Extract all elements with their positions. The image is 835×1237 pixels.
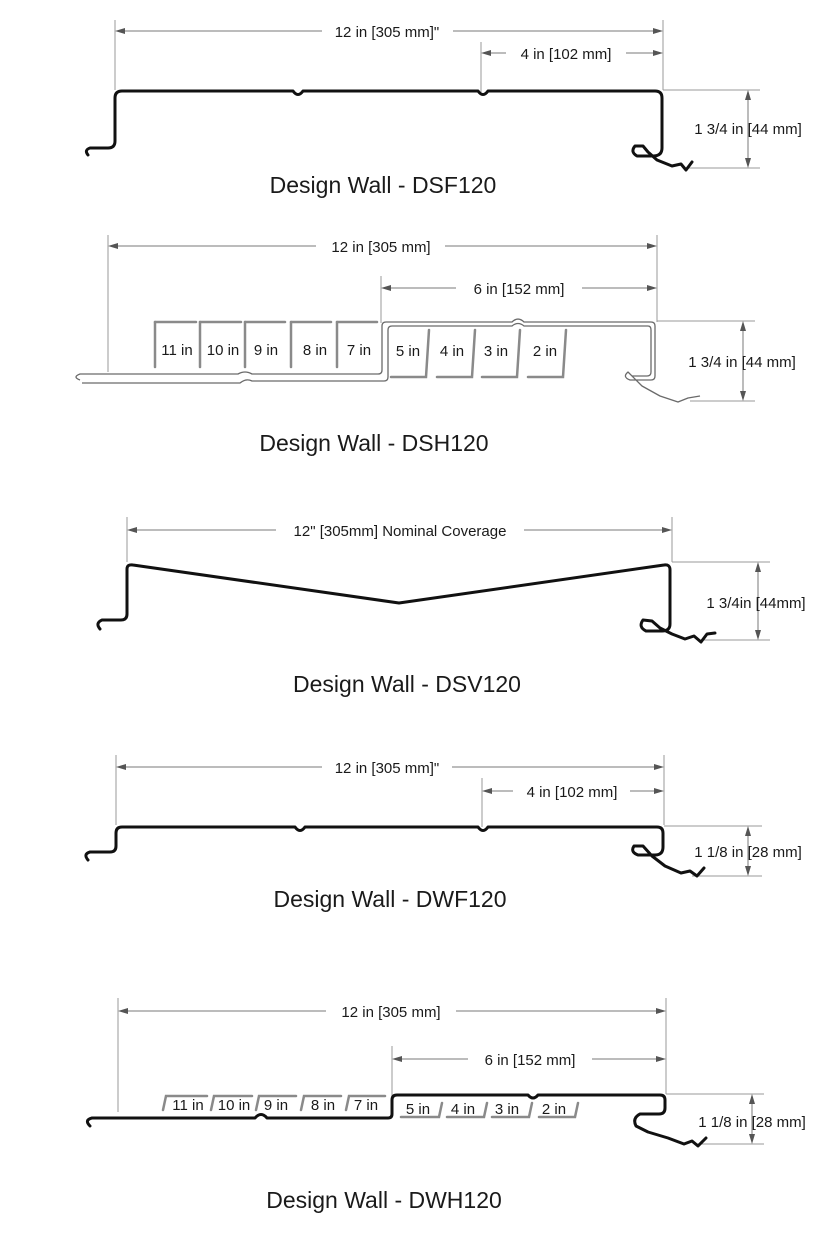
overall-dimension-line: 12 in [305 mm]" [115, 24, 663, 41]
profile-dsf120: 12 in [305 mm]" 4 in [102 mm] 1 3/4 in [… [84, 20, 802, 198]
height-dimension-line: 1 3/4in [44mm] [706, 562, 806, 640]
step-label-5in: 5 in [396, 343, 420, 360]
overall-width-label: 12 in [305 mm] [331, 239, 430, 256]
step-label-10in: 10 in [218, 1097, 251, 1114]
overall-dimension-line: 12 in [305 mm]" [116, 760, 664, 777]
profile-title: Design Wall - DSH120 [259, 430, 488, 456]
panel-height-label: 1 3/4in [44mm] [706, 595, 805, 612]
overall-width-label: 12 in [305 mm]" [335, 24, 440, 41]
step-label-4in: 4 in [451, 1101, 475, 1118]
step-label-2in: 2 in [533, 343, 557, 360]
overall-width-label: 12 in [305 mm]" [335, 760, 440, 777]
panel-height-label: 1 1/8 in [28 mm] [698, 1114, 806, 1131]
rib-spacing-dimension-line: 6 in [152 mm] [381, 281, 657, 298]
step-label-9in: 9 in [264, 1097, 288, 1114]
overall-dimension-line: 12" [305mm] Nominal Coverage [127, 523, 672, 540]
step-label-8in: 8 in [303, 342, 327, 359]
height-dimension-line: 1 3/4 in [44 mm] [688, 321, 796, 401]
step-label-7in: 7 in [347, 342, 371, 359]
profile-dwf120: 12 in [305 mm]" 4 in [102 mm] 1 1/8 in [… [84, 755, 802, 912]
overall-dimension-line: 12 in [305 mm] [108, 239, 657, 256]
step-label-5in: 5 in [406, 1101, 430, 1118]
panel-profile-inner-line [82, 322, 652, 384]
step-label-7in: 7 in [354, 1097, 378, 1114]
step-label-3in: 3 in [495, 1101, 519, 1118]
step-label-9in: 9 in [254, 342, 278, 359]
rib-spacing-label: 4 in [102 mm] [527, 784, 618, 801]
strip-width-steps: 11 in 10 in 9 in 8 in 7 in 5 in 4 in 3 i… [161, 1094, 580, 1119]
rib-spacing-dimension-line: 4 in [102 mm] [482, 784, 664, 801]
rib-spacing-dimension-line: 6 in [152 mm] [392, 1052, 666, 1069]
profile-title: Design Wall - DWH120 [266, 1187, 502, 1213]
profile-dsh120: 12 in [305 mm] 6 in [152 mm] 1 3/4 in [4… [75, 235, 796, 456]
panel-profile-outline [84, 89, 694, 172]
overall-dimension-line: 12 in [305 mm] [118, 1004, 666, 1021]
rib-spacing-dimension-line: 4 in [102 mm] [481, 46, 663, 63]
panel-height-label: 1 3/4 in [44 mm] [688, 354, 796, 371]
panel-profile-outline [85, 1093, 708, 1148]
panel-height-label: 1 3/4 in [44 mm] [694, 121, 802, 138]
height-dimension-line: 1 1/8 in [28 mm] [694, 826, 802, 876]
panel-profile-outline [84, 825, 706, 878]
profile-title: Design Wall - DSF120 [270, 172, 497, 198]
rib-spacing-label: 6 in [152 mm] [474, 281, 565, 298]
profile-title: Design Wall - DWF120 [273, 886, 506, 912]
panel-height-label: 1 1/8 in [28 mm] [694, 844, 802, 861]
profile-dwh120: 12 in [305 mm] 6 in [152 mm] 1 1/8 in [2… [85, 998, 806, 1213]
overall-width-label: 12" [305mm] Nominal Coverage [294, 523, 507, 540]
overall-width-label: 12 in [305 mm] [341, 1004, 440, 1021]
step-label-11in: 11 in [161, 342, 192, 359]
step-label-8in: 8 in [311, 1097, 335, 1114]
panel-profile-outline [75, 318, 701, 403]
strip-width-steps: 11 in 10 in 9 in 8 in 7 in 5 in 4 in 3 i… [153, 320, 568, 379]
step-label-3in: 3 in [484, 343, 508, 360]
panel-profile-outline [96, 563, 717, 644]
rib-spacing-label: 4 in [102 mm] [521, 46, 612, 63]
height-dimension-line: 1 1/8 in [28 mm] [698, 1094, 806, 1144]
profile-title: Design Wall - DSV120 [293, 671, 521, 697]
step-label-10in: 10 in [207, 342, 240, 359]
rib-spacing-label: 6 in [152 mm] [485, 1052, 576, 1069]
step-label-2in: 2 in [542, 1101, 566, 1118]
profile-dsv120: 12" [305mm] Nominal Coverage 1 3/4in [44… [96, 517, 806, 697]
step-label-4in: 4 in [440, 343, 464, 360]
step-label-11in: 11 in [172, 1097, 203, 1114]
height-dimension-line: 1 3/4 in [44 mm] [694, 90, 802, 168]
